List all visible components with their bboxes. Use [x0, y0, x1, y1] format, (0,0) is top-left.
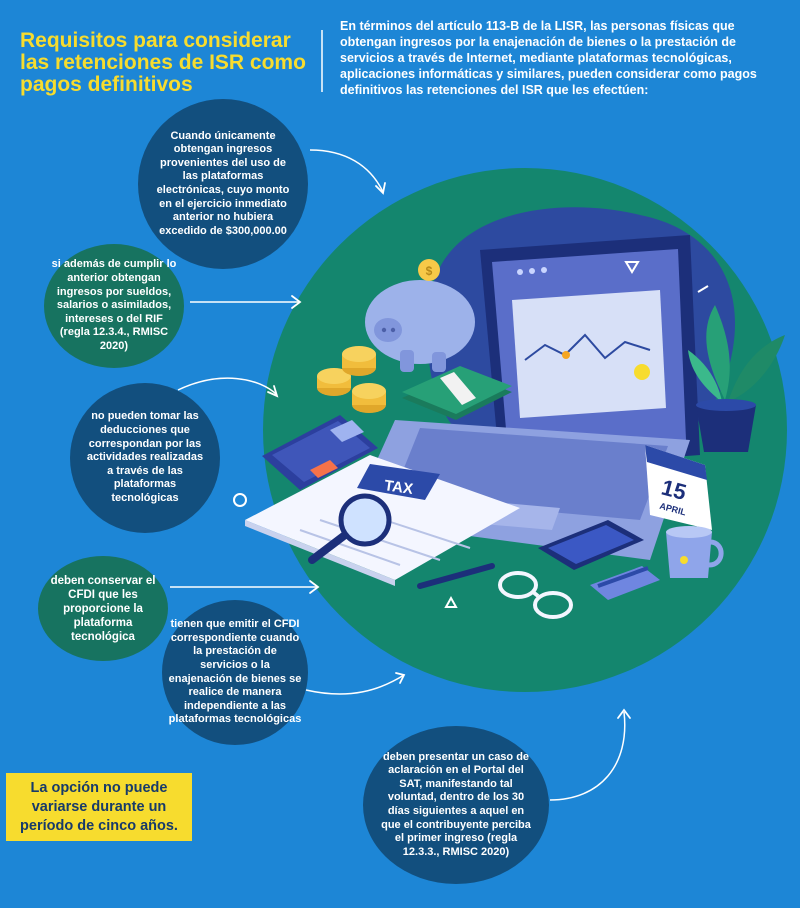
calculator-icon: [262, 415, 378, 490]
magnifier-icon: [308, 493, 392, 564]
pen-icon: [417, 563, 495, 589]
requirement-text: si además de cumplir lo anterior obtenga…: [51, 258, 177, 352]
title-divider: [321, 30, 323, 92]
tax-label: TAX: [383, 477, 414, 498]
requirement-text: no pueden tomar las deducciones que corr…: [86, 410, 204, 504]
requirement-bubble: Cuando únicamente obtengan ingresos prov…: [138, 99, 308, 269]
plant-icon: [688, 305, 785, 452]
requirement-bubble: deben conservar el CFDI que les proporci…: [38, 556, 168, 661]
coins-icon: [317, 346, 386, 413]
page-title: Requisitos para considerar las retencion…: [20, 29, 306, 96]
requirement-text: Cuando únicamente obtengan ingresos prov…: [156, 129, 290, 237]
laptop-icon: [350, 235, 700, 560]
svg-text:$: $: [426, 264, 433, 278]
requirement-bubble: no pueden tomar las deducciones que corr…: [70, 383, 220, 533]
ring-shape: [233, 493, 247, 507]
phone-icon: [538, 520, 644, 570]
requirement-bubble: deben presentar un caso de aclaración en…: [363, 726, 549, 884]
triangle-shape: [444, 595, 458, 608]
credit-card-icon: [590, 566, 660, 600]
requirement-bubble: tienen que emitir el CFDI correspondient…: [162, 600, 308, 745]
calendar-icon: 15 APRIL: [645, 445, 712, 530]
note-box: La opción no puede variarse durante un p…: [6, 773, 192, 841]
piggy-bank-icon: $: [365, 259, 475, 372]
dash-shape: [697, 285, 709, 293]
requirement-text: deben conservar el CFDI que les proporci…: [50, 574, 156, 643]
intro-text: En términos del artículo 113-B de la LIS…: [340, 19, 757, 97]
requirement-bubble: si además de cumplir lo anterior obtenga…: [44, 244, 184, 368]
requirement-text: deben presentar un caso de aclaración en…: [381, 750, 531, 858]
cup-icon: [666, 526, 724, 578]
arrowheads: [267, 182, 631, 719]
glasses-icon: [498, 571, 573, 619]
connector-arrows: [170, 149, 626, 801]
banknotes-icon: [402, 366, 512, 420]
triangle-shape: [624, 261, 640, 274]
requirement-text: tienen que emitir el CFDI correspondient…: [168, 618, 302, 726]
